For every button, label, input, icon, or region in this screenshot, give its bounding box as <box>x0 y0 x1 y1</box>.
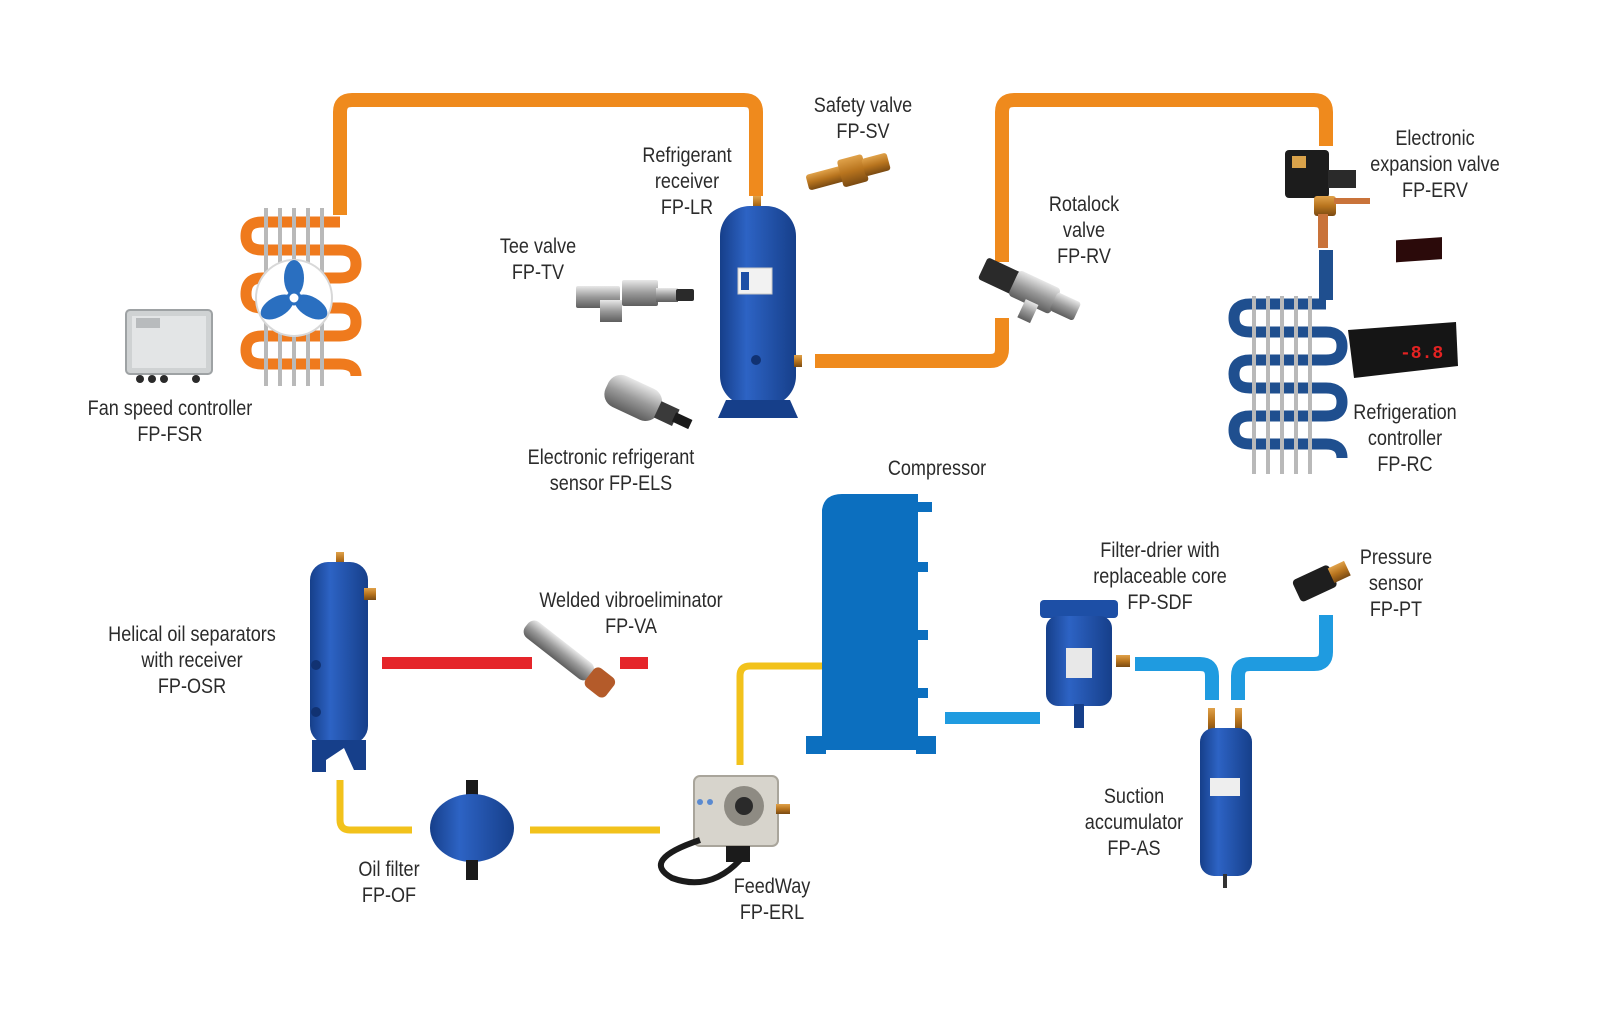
tee-valve <box>576 280 694 322</box>
pipe-accumulator-to-filter-drier <box>1135 657 1219 700</box>
evaporator-coil <box>1228 296 1348 474</box>
pressure-sensor-device <box>1292 560 1351 602</box>
feedway-unit <box>658 775 790 886</box>
fan-icon <box>255 259 333 337</box>
pipe-receiver-to-rotalock <box>815 318 1009 368</box>
pipe-pressure-sensor-to-accumulator <box>1231 615 1333 700</box>
pipe-condenser-to-receiver <box>333 93 763 215</box>
pipe-oil-separator-to-oil-filter <box>336 780 412 834</box>
electronic-expansion-valve <box>1285 150 1370 248</box>
oil-separator-tank <box>310 552 376 772</box>
controller-display-readout: -8.8 <box>1400 344 1443 364</box>
compressor-unit <box>806 494 936 754</box>
label-compressor: Compressor <box>887 457 987 480</box>
rotalock-valve <box>978 258 1081 324</box>
electronic-refrigerant-sensor <box>604 374 693 430</box>
pipe-rotalock-to-expansion-valve <box>995 93 1333 262</box>
vibroeliminator-hose <box>523 620 616 698</box>
suction-accumulator-tank <box>1200 708 1252 888</box>
refrigeration-controller-unit: -8.8 <box>1348 237 1458 378</box>
safety-valve <box>806 153 891 190</box>
pipe-feedway-to-compressor <box>736 662 822 765</box>
fan-speed-controller-box <box>125 309 213 383</box>
filter-drier-housing <box>1040 600 1130 728</box>
oil-filter-unit <box>430 780 514 880</box>
refrigerant-receiver-tank <box>718 196 802 418</box>
